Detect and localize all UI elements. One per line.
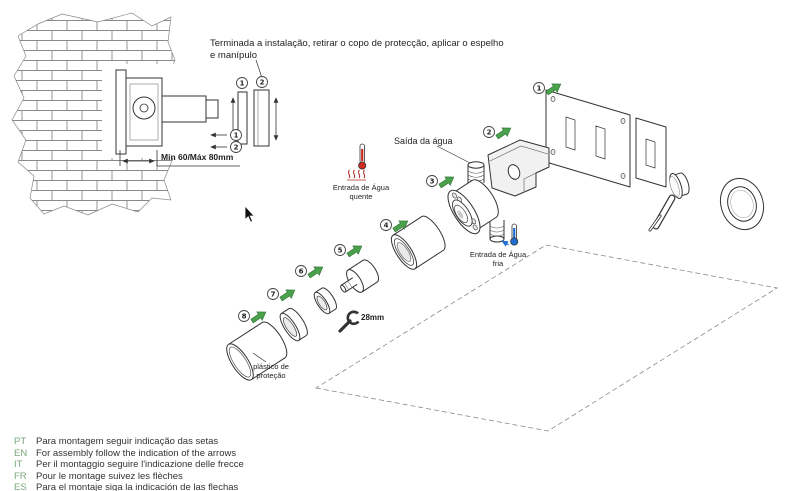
step-number: 6 <box>299 268 304 276</box>
step-number: 1 <box>537 85 542 93</box>
protection-plastic-label: plástico de proteção <box>253 362 289 381</box>
footer-text: For assembly follow the indication of th… <box>36 447 237 459</box>
language-code: ES <box>14 482 27 491</box>
wrench-icon <box>338 310 360 333</box>
step-marker-8: 8 <box>238 310 250 322</box>
assembly-arrow <box>436 172 458 191</box>
depth-dimension <box>119 150 240 167</box>
step-number: 2 <box>234 144 239 152</box>
part-8-protection-cup <box>226 321 288 381</box>
part-7-trim-ring <box>279 307 308 342</box>
part-4-sleeve <box>390 215 446 270</box>
language-code: EN <box>14 447 28 459</box>
part-3-valve-body <box>447 179 499 235</box>
escutcheon-plate <box>719 177 765 231</box>
cs-step-marker-1: 1 <box>236 77 248 89</box>
footer-line-fr: FR Pour le montage suivez les flèches <box>14 471 244 483</box>
part-2-housing <box>487 139 550 197</box>
language-code: IT <box>14 459 23 471</box>
depth-dimension-label: Min 60/Máx 80mm <box>161 152 234 162</box>
part-6-ring-nut <box>313 287 337 315</box>
footer-text: Pour le montage suivez les flèches <box>36 470 183 482</box>
water-outlet-leader <box>436 145 471 164</box>
cs-step-marker-2b: 2 <box>230 141 242 153</box>
protection-cup-side-view <box>237 91 248 145</box>
valve-cross-section <box>102 59 279 158</box>
mouse-cursor-icon <box>244 204 256 223</box>
footer-instructions: PT Para montagem seguir indicação das set… <box>14 436 244 491</box>
cold-inlet-label: Entrada de Água fria <box>469 250 527 269</box>
cs-step-marker-1b: 1 <box>230 129 242 141</box>
step-marker-5: 5 <box>334 244 346 256</box>
footer-text: Para montagem seguir indicação das setas <box>36 436 219 447</box>
step-number: 2 <box>487 129 492 137</box>
footer-text: Para el montaje siga la indicación de la… <box>36 482 239 491</box>
step-number: 3 <box>430 178 435 186</box>
step-number: 2 <box>260 79 265 87</box>
footer-line-en: EN For assembly follow the indication of … <box>14 448 244 460</box>
assembly-arrow <box>344 241 366 260</box>
handle <box>648 172 690 232</box>
step-number: 7 <box>271 291 276 299</box>
cs-step-marker-2: 2 <box>256 76 268 88</box>
top-instruction-text: Terminada a instalação, retirar o copo d… <box>210 38 504 62</box>
assembly-arrow <box>305 262 327 281</box>
language-code: PT <box>14 436 27 447</box>
assembly-arrow <box>277 285 299 304</box>
assembly-arrows <box>248 79 565 326</box>
part-5-cartridge <box>340 259 380 293</box>
step-number: 1 <box>240 80 245 88</box>
step-marker-1: 1 <box>533 82 545 94</box>
step-number: 4 <box>384 222 389 230</box>
footer-line-pt: PT Para montagem seguir indicação das set… <box>14 436 244 448</box>
brick-wall <box>11 12 176 216</box>
footer-line-es: ES Para el montaje siga la indicación de … <box>14 482 244 491</box>
dashed-plane <box>314 244 779 432</box>
footer-line-it: IT Per il montaggio seguire l'indicazione… <box>14 459 244 471</box>
wrench-size-label: 28mm <box>361 313 385 322</box>
hot-inlet-label: Entrada de Água quente <box>332 183 390 202</box>
escutcheon-side-view <box>253 89 270 147</box>
step-marker-3: 3 <box>426 175 438 187</box>
language-code: FR <box>14 470 27 482</box>
part-1-bracket <box>545 89 667 188</box>
step-marker-6: 6 <box>295 265 307 277</box>
thermometer-cold-icon <box>501 223 519 247</box>
step-marker-2: 2 <box>483 126 495 138</box>
steam-icon <box>347 169 366 181</box>
footer-text: Per il montaggio seguire l'indicazione d… <box>36 459 244 471</box>
step-marker-7: 7 <box>267 288 279 300</box>
protection-leader <box>252 352 267 363</box>
hot-water-icon <box>347 143 367 181</box>
step-marker-4: 4 <box>380 219 392 231</box>
assembly-arrow <box>493 123 515 142</box>
water-outlet-label: Saída da água <box>394 136 453 146</box>
step-number: 5 <box>338 247 343 255</box>
cold-inlet-port <box>489 220 505 243</box>
step-number: 1 <box>234 132 239 140</box>
step-number: 8 <box>242 313 247 321</box>
